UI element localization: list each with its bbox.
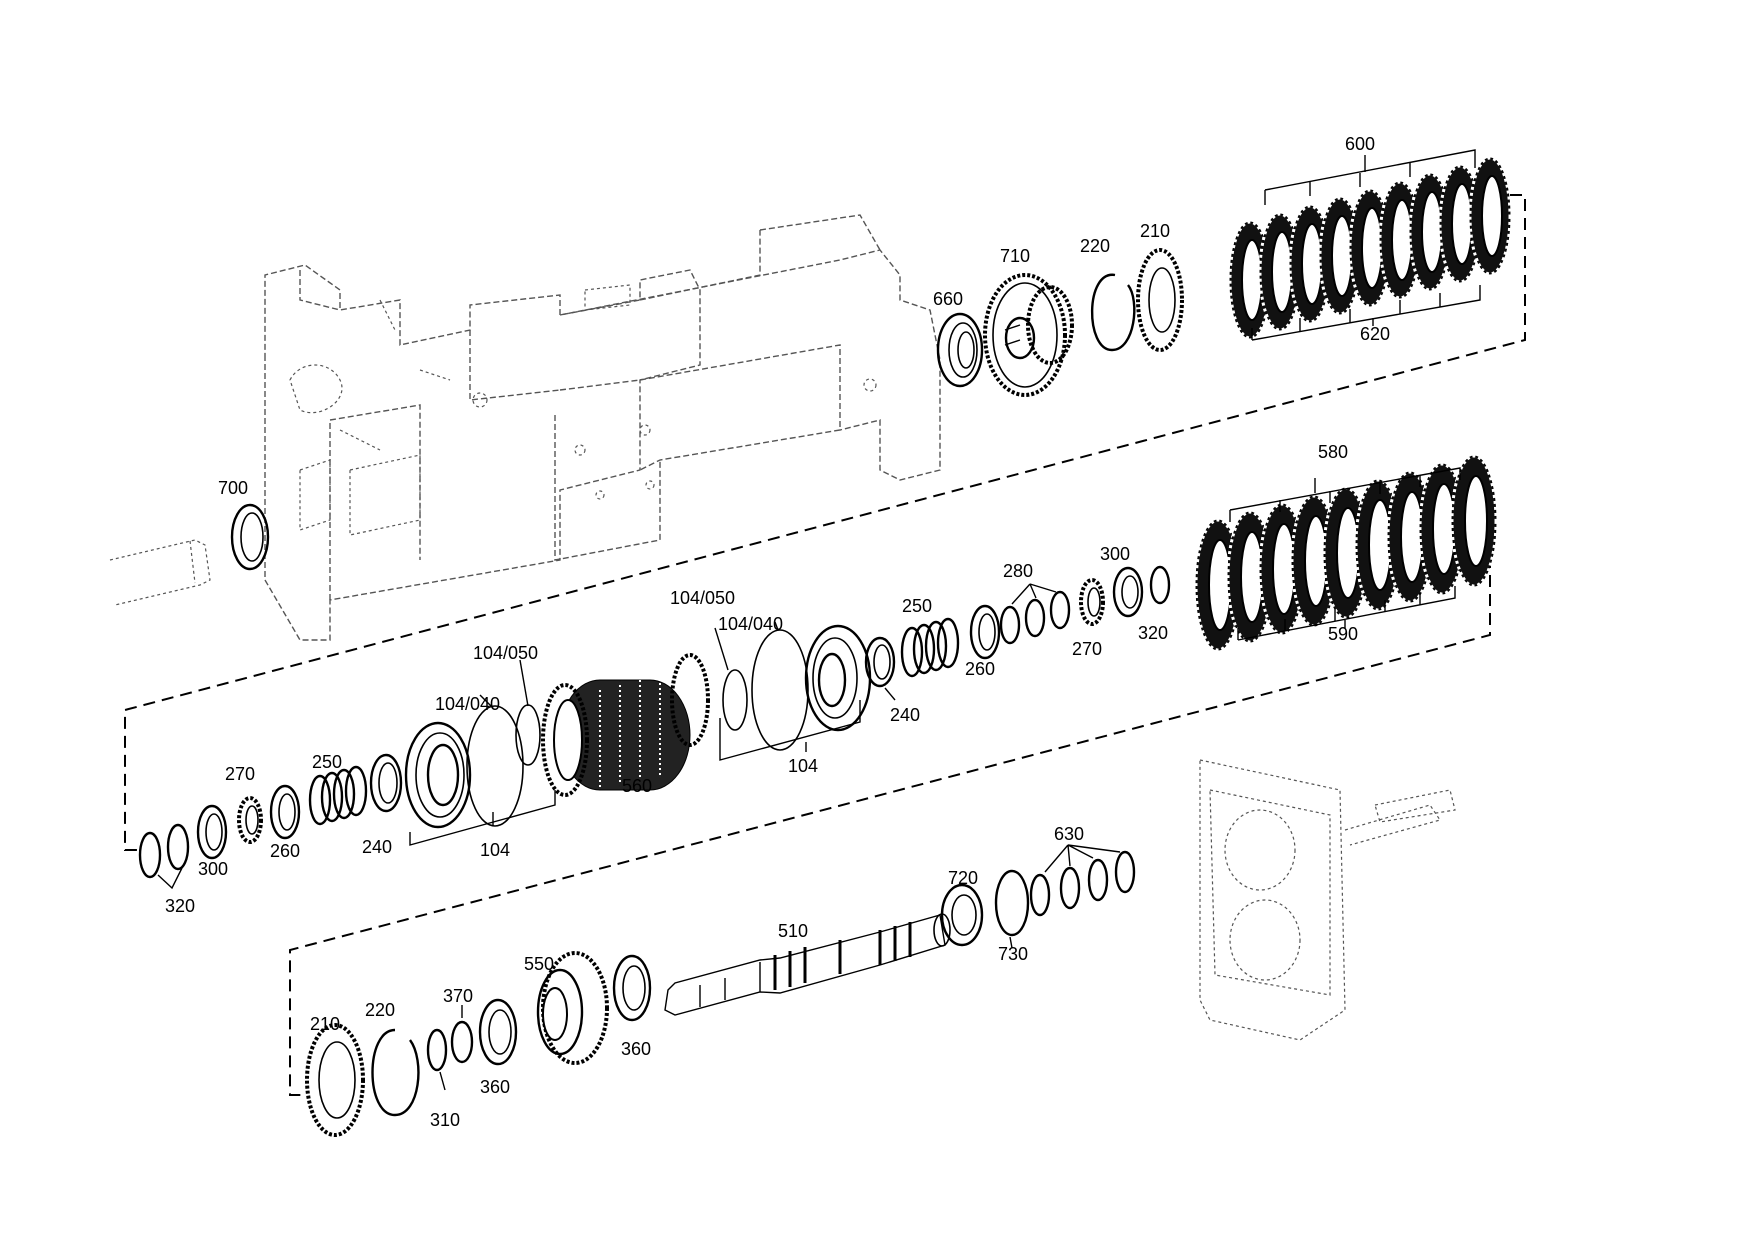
label-104-040-left: 104/040 (435, 694, 500, 714)
bearing-race-300-left (196, 804, 228, 860)
plate-210-upper (1136, 248, 1184, 352)
snap-ring-320-right (1149, 565, 1171, 605)
rear-cover-outline (1199, 759, 1456, 1041)
needle-bearing-270-right (1079, 578, 1105, 626)
label-600: 600 (1345, 134, 1375, 154)
label-360-left: 360 (480, 1077, 510, 1097)
bearing-660 (936, 312, 984, 388)
label-590: 590 (1328, 624, 1358, 644)
bearing-360-right (612, 954, 652, 1022)
plate-210-lower (305, 1023, 365, 1137)
label-104-left: 104 (480, 840, 510, 860)
label-310: 310 (430, 1110, 460, 1130)
label-270-left: 270 (225, 764, 255, 784)
label-104-050-left: 104/050 (473, 643, 538, 663)
washer-260-right (969, 604, 1001, 660)
label-300-right: 300 (1100, 544, 1130, 564)
label-630: 630 (1054, 824, 1084, 844)
gear-710 (983, 273, 1074, 397)
label-710: 710 (1000, 246, 1030, 266)
snap-rings-320-left (138, 823, 190, 890)
snap-ring-240-left (369, 753, 403, 813)
rings-630 (1029, 844, 1136, 917)
label-730: 730 (998, 944, 1028, 964)
spring-250-right (900, 617, 960, 678)
rings-280 (999, 583, 1071, 645)
label-320-left: 320 (165, 896, 195, 916)
label-280: 280 (1003, 561, 1033, 581)
bearing-race-300-right (1112, 566, 1144, 618)
label-300-left: 300 (198, 859, 228, 879)
clutch-pack-600-620 (1228, 149, 1512, 341)
needle-bearing-270-left (237, 796, 263, 844)
label-240-right: 240 (890, 705, 920, 725)
label-550: 550 (524, 954, 554, 974)
snap-ring-240-right (864, 636, 896, 701)
label-360-right: 360 (621, 1039, 651, 1059)
label-250-left: 250 (312, 752, 342, 772)
assembly-dashed-lines (124, 194, 1526, 1096)
label-260-right: 260 (965, 659, 995, 679)
label-660: 660 (933, 289, 963, 309)
label-250-right: 250 (902, 596, 932, 616)
label-104-050-right: 104/050 (670, 588, 735, 608)
label-560: 560 (622, 776, 652, 796)
label-720: 720 (948, 868, 978, 888)
snap-ring-310 (426, 1028, 448, 1091)
transmission-housing-outline (109, 214, 941, 641)
label-580: 580 (1318, 442, 1348, 462)
ring-370 (450, 1005, 474, 1064)
seal-700 (230, 503, 270, 571)
label-210-lower: 210 (310, 1014, 340, 1034)
spring-250-left (308, 765, 368, 826)
label-510: 510 (778, 921, 808, 941)
label-240-left: 240 (362, 837, 392, 857)
snap-ring-220-lower (371, 1028, 420, 1117)
label-700: 700 (218, 478, 248, 498)
clutch-carrier-560 (541, 653, 710, 797)
label-104-040-right: 104/040 (718, 614, 783, 634)
label-260-left: 260 (270, 841, 300, 861)
label-320-right: 320 (1138, 623, 1168, 643)
ring-730 (994, 869, 1030, 949)
bearing-720 (940, 883, 984, 947)
label-620: 620 (1360, 324, 1390, 344)
piston-104-left (404, 659, 556, 846)
bearing-360-left (478, 998, 518, 1066)
snap-ring-220-upper (1090, 273, 1136, 352)
label-220-upper: 220 (1080, 236, 1110, 256)
piston-104-right (714, 621, 872, 761)
label-104-right: 104 (788, 756, 818, 776)
gear-550 (536, 951, 609, 1065)
label-220-lower: 220 (365, 1000, 395, 1020)
clutch-pack-580-590 (1194, 454, 1498, 652)
label-270-right: 270 (1072, 639, 1102, 659)
washer-260-left (269, 784, 301, 840)
label-210-upper: 210 (1140, 221, 1170, 241)
label-370: 370 (443, 986, 473, 1006)
part-labels: 600 620 710 220 210 660 700 580 590 280 … (165, 134, 1390, 1130)
